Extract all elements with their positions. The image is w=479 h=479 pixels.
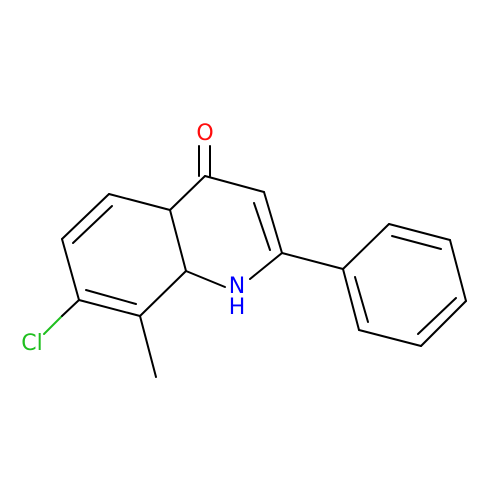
bond-c7-c8-inner bbox=[85, 289, 137, 305]
bond-c4a-c5 bbox=[108, 193, 171, 211]
bond-c5-c6 bbox=[61, 193, 110, 240]
bond-c8-c8a bbox=[139, 270, 187, 317]
bond-c7-cl-black bbox=[61, 299, 80, 317]
bonds bbox=[61, 145, 467, 378]
bond-c6-c7 bbox=[61, 238, 80, 301]
bond-ph-3-4 bbox=[449, 239, 467, 302]
bond-c3-c2-inner bbox=[253, 202, 271, 251]
nitrogen-n-label: N bbox=[229, 274, 245, 299]
bond-c4a-c8a bbox=[169, 209, 187, 272]
bond-c4-c4a bbox=[169, 175, 206, 211]
bond-ph-4-5 bbox=[420, 300, 467, 347]
bond-c7-c8 bbox=[78, 299, 141, 317]
bond-c8-methyl bbox=[139, 315, 157, 378]
bond-ph-4-5-inner bbox=[417, 297, 457, 335]
bond-c3-c2 bbox=[263, 191, 283, 254]
bond-c5-c6-inner bbox=[72, 205, 113, 244]
bond-ph-5-6 bbox=[358, 329, 422, 347]
bond-c4-c3 bbox=[204, 175, 265, 193]
bond-ph-1-2 bbox=[342, 223, 390, 270]
bond-c2-n1 bbox=[249, 252, 283, 280]
bond-ph-2-3-inner bbox=[391, 235, 442, 250]
bond-ph-6-1-inner bbox=[354, 276, 369, 323]
bond-ph-2-3 bbox=[388, 223, 451, 241]
bond-c2-phenyl bbox=[281, 252, 344, 270]
bond-n1-c8a bbox=[185, 270, 226, 288]
chlorine-label: Cl bbox=[21, 331, 42, 356]
bond-ph-6-1 bbox=[342, 268, 360, 331]
oxygen-label: O bbox=[196, 121, 213, 146]
bond-c7-cl-green bbox=[43, 315, 63, 335]
nitrogen-h-label: H bbox=[229, 295, 246, 320]
